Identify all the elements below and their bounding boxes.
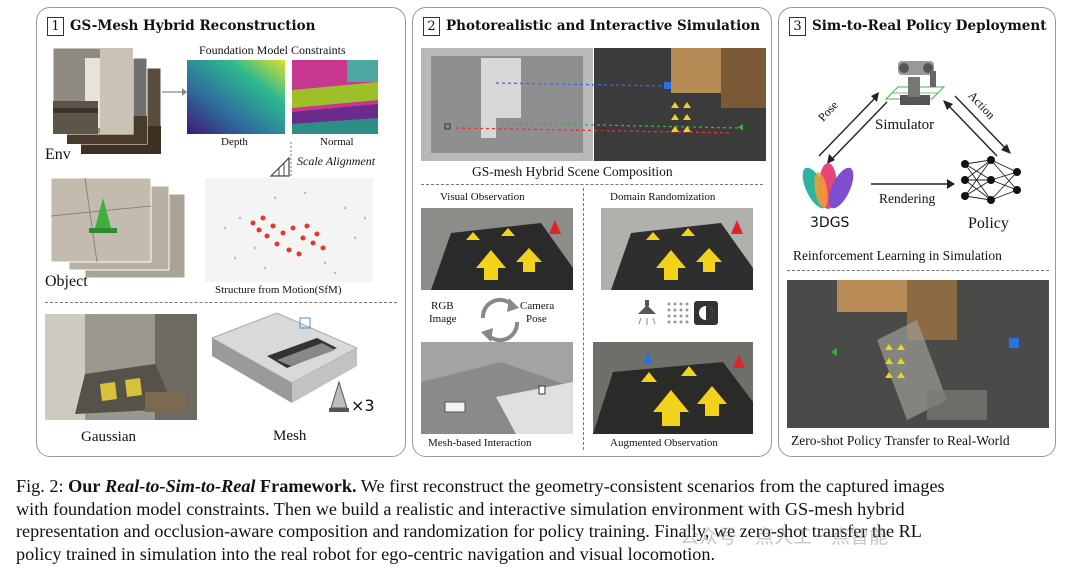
gaussian-splat-icon bbox=[802, 163, 854, 209]
contrast-icon bbox=[694, 301, 718, 325]
caption-line-4: policy trained in simulation into the re… bbox=[16, 543, 716, 564]
panel-3-title-text: Sim-to-Real Policy Deployment bbox=[812, 18, 1047, 34]
panel-1-number: 1 bbox=[47, 17, 64, 36]
3dgs-label: 3DGS bbox=[810, 215, 850, 231]
flow-arrows bbox=[818, 92, 1011, 164]
panel-2-title-text: Photorealistic and Interactive Simulatio… bbox=[446, 18, 761, 34]
composition-label: GS-mesh Hybrid Scene Composition bbox=[472, 164, 673, 179]
watermark: 公众号 · 点人工一点智能 bbox=[680, 526, 889, 548]
policy-label: Policy bbox=[968, 215, 1009, 232]
mesh-label: Mesh bbox=[273, 428, 307, 444]
real-world-image bbox=[787, 280, 1049, 428]
visual-observation-image bbox=[421, 208, 573, 290]
panel-1-title-text: GS-Mesh Hybrid Reconstruction bbox=[70, 18, 316, 34]
composition-image bbox=[421, 48, 766, 161]
noise-icon bbox=[667, 302, 689, 324]
panel-1-title: 1 GS-Mesh Hybrid Reconstruction bbox=[47, 17, 315, 36]
neural-network-icon bbox=[961, 156, 1021, 204]
caption-bold-our: Our bbox=[68, 476, 101, 496]
panel-simulation: 2 Photorealistic and Interactive Simulati… bbox=[412, 7, 772, 457]
rendering-arrow bbox=[871, 179, 955, 189]
sfm-label: Structure from Motion(SfM) bbox=[215, 284, 342, 296]
figure-caption: Fig. 2: Our Real-to-Sim-to-Real Framewor… bbox=[16, 475, 1066, 565]
foundation-label: Foundation Model Constraints bbox=[199, 43, 346, 57]
panel-deployment: 3 Sim-to-Real Policy Deployment Simulator… bbox=[778, 7, 1056, 457]
scale-alignment-label: Scale Alignment bbox=[297, 154, 376, 168]
panel-2-number: 2 bbox=[423, 17, 440, 36]
normal-label: Normal bbox=[320, 136, 354, 148]
caption-fig: Fig. 2: bbox=[16, 476, 64, 496]
lamp-icon bbox=[638, 300, 656, 325]
simulator-robot-icon bbox=[884, 61, 946, 105]
cycle-icon bbox=[480, 297, 520, 343]
object-label: Object bbox=[45, 273, 88, 290]
divider bbox=[421, 184, 763, 185]
caption-line-1-rest: We first reconstruct the geometry-consis… bbox=[360, 476, 945, 496]
caption-line-3: representation and occlusion-aware compo… bbox=[16, 521, 922, 541]
caption-line-1: Fig. 2: Our Real-to-Sim-to-Real Framewor… bbox=[16, 475, 1066, 498]
env-images bbox=[52, 47, 162, 155]
visual-observation-label: Visual Observation bbox=[440, 191, 525, 203]
gaussian-label: Gaussian bbox=[81, 429, 136, 445]
mesh-image bbox=[210, 312, 359, 403]
divider bbox=[787, 270, 1049, 271]
caption-bold-framework: Framework. bbox=[260, 476, 357, 496]
divider bbox=[583, 188, 584, 450]
panel-3-title: 3 Sim-to-Real Policy Deployment bbox=[789, 17, 1046, 36]
panel-reconstruction: 1 GS-Mesh Hybrid Reconstruction Env Found… bbox=[36, 7, 406, 457]
rendering-label: Rendering bbox=[879, 191, 936, 206]
pose-label: Pose bbox=[526, 313, 547, 325]
gaussian-image bbox=[45, 314, 197, 420]
panel-2-title: 2 Photorealistic and Interactive Simulati… bbox=[423, 17, 760, 36]
sfm-pointcloud bbox=[205, 178, 373, 282]
object-images bbox=[50, 177, 186, 279]
depth-image bbox=[187, 60, 285, 134]
arrow-icon bbox=[162, 88, 187, 96]
caption-line-2: with foundation model constraints. Then … bbox=[16, 498, 905, 519]
domain-randomization-image bbox=[601, 208, 753, 290]
times-three-label: ×3 bbox=[351, 396, 375, 415]
ruler-icon bbox=[269, 142, 292, 177]
normal-image bbox=[292, 60, 378, 134]
cone-icon bbox=[329, 380, 349, 412]
domain-randomization-label: Domain Randomization bbox=[610, 191, 716, 203]
divider bbox=[45, 302, 397, 303]
panel-3-number: 3 bbox=[789, 17, 806, 36]
mesh-interaction-label: Mesh-based Interaction bbox=[428, 437, 532, 449]
camera-label: Camera bbox=[520, 300, 555, 312]
augmented-observation-image bbox=[593, 342, 753, 434]
depth-label: Depth bbox=[221, 136, 248, 148]
simulator-label: Simulator bbox=[875, 117, 935, 133]
rl-label: Reinforcement Learning in Simulation bbox=[793, 248, 1002, 263]
rgb-label: RGB bbox=[431, 300, 454, 312]
mesh-interaction-image bbox=[421, 342, 573, 434]
zeroshot-label: Zero-shot Policy Transfer to Real-World bbox=[791, 433, 1010, 448]
image-label: Image bbox=[429, 313, 457, 325]
augmented-observation-label: Augmented Observation bbox=[610, 437, 718, 449]
caption-italic-title: Real-to-Sim-to-Real bbox=[104, 476, 256, 496]
env-label: Env bbox=[45, 146, 71, 163]
